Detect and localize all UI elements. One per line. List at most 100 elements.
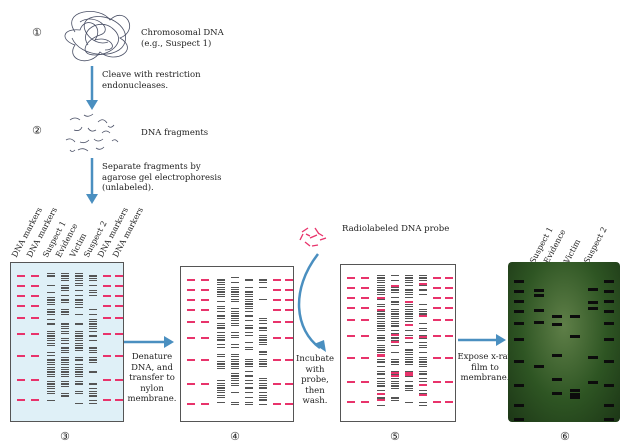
marker-band [103,317,111,320]
sample-band [245,286,253,288]
marker-band [347,357,355,360]
sample-band [75,373,83,376]
sample-band [231,301,239,303]
probe-band [405,371,413,375]
sample-band [61,294,69,296]
sample-band [391,315,399,318]
sample-band [231,317,239,320]
sample-band [217,397,225,399]
probe-band [405,300,413,303]
sample-band [75,289,83,292]
marker-band [347,335,355,338]
sample-band [75,347,83,349]
sample-band [377,287,385,289]
sample-band [89,309,97,311]
film-marker-band [514,418,524,421]
sample-band [405,320,413,322]
sample-band [89,371,97,373]
sample-band [419,373,427,375]
film-marker-band [514,290,524,293]
marker-band [273,309,281,312]
probe-band [377,297,385,300]
sample-band [377,323,385,325]
sample-band [75,313,83,316]
sample-band [419,378,427,380]
film-marker-band [604,384,614,387]
step-3-number: ③ [60,430,70,443]
sample-band [419,404,427,406]
sample-band [75,357,83,359]
marker-band [273,289,281,292]
marker-band [445,277,453,280]
sample-band [405,296,413,298]
sample-band [405,306,413,308]
probe-band [419,283,427,286]
sample-band [89,328,97,330]
expose-instruction: Expose x-ray film to membrane. [457,352,513,383]
marker-band [433,287,441,290]
marker-band [201,289,209,292]
sample-band [61,364,69,366]
sample-band [231,289,239,291]
film-marker-band [604,310,614,313]
sample-band [47,342,55,344]
sample-band [419,277,427,279]
sample-band [75,342,83,344]
sample-band [245,380,253,382]
sample-band [259,286,267,288]
sample-band [231,363,239,365]
marker-band [103,399,111,402]
sample-band [259,317,267,320]
sample-band [377,404,385,406]
sample-band [377,344,385,346]
sample-band [259,399,267,401]
film-sample-band [534,309,544,313]
sample-band [61,309,69,311]
chromosomal-dna-label: Chromosomal DNA (e.g., Suspect 1) [141,28,224,49]
sample-band [377,313,385,315]
marker-band [445,307,453,310]
sample-band [217,322,225,324]
sample-band [47,400,55,402]
sample-band [89,325,97,328]
sample-band [391,385,399,387]
sample-band [75,306,83,308]
marker-band [285,279,293,282]
marker-band [347,297,355,300]
sample-band [259,320,267,322]
sample-band [419,279,427,282]
sample-band [259,334,267,336]
marker-band [285,299,293,302]
marker-band [285,359,293,362]
sample-band [377,303,385,306]
sample-band [377,299,385,301]
sample-band [89,321,97,323]
sample-band [47,313,55,316]
sample-band [89,361,97,364]
marker-band [273,321,281,324]
sample-band [47,337,55,340]
probe-band [391,341,399,344]
chromosomal-dna-example: (e.g., Suspect 1) [141,38,212,49]
sample-band [405,387,413,390]
sample-band [405,361,413,363]
sample-band [405,354,413,356]
sample-band [75,330,83,332]
sample-band [259,382,267,384]
sample-band [231,368,239,370]
sample-band [47,385,55,388]
sample-band [217,368,225,370]
sample-band [377,289,385,291]
film-sample-band [570,335,580,339]
sample-band [259,380,267,382]
sample-band [391,291,399,294]
marker-band [201,309,209,312]
sample-band [245,349,253,351]
marker-band [445,319,453,322]
sample-band [89,323,97,325]
sample-band [61,385,69,388]
sample-band [231,315,239,317]
marker-band [31,295,39,298]
